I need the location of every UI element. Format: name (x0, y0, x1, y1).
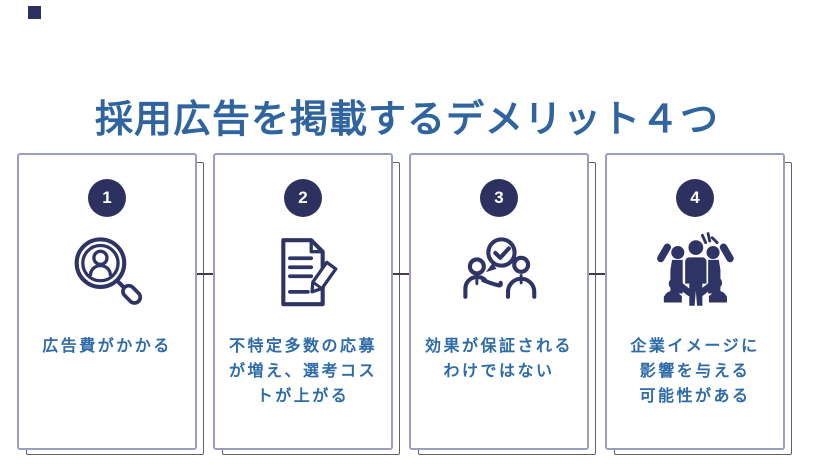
crowd-impression-icon (653, 232, 737, 314)
number-badge: 1 (88, 179, 126, 217)
card-text: 広告費がかかる (42, 338, 172, 355)
demerit-card-4: 4 企業イメージに 影響を与える 可能性がある (605, 153, 792, 455)
demerit-cards-row: 1 広告費がかかる 2 (17, 153, 792, 455)
number-badge: 3 (480, 179, 518, 217)
corner-accent-square (28, 6, 41, 19)
page-title: 採用広告を掲載するデメリット４つ (94, 99, 719, 142)
number-badge: 2 (284, 179, 322, 217)
card-connector-line (389, 273, 413, 275)
card-text: 企業イメージに 影響を与える 可能性がある (630, 338, 760, 405)
magnifier-person-icon (65, 232, 149, 314)
number-badge: 4 (676, 179, 714, 217)
card-connector-line (193, 273, 217, 275)
demerit-card-1: 1 広告費がかかる (17, 153, 204, 455)
card-text: 不特定多数の応募 が増え、選考コス トが上がる (228, 338, 377, 405)
demerit-card-2: 2 不特定多数の応募 が増え、選考コス トが上がる (213, 153, 400, 455)
document-pencil-icon (261, 232, 345, 314)
card-text: 効果が保証される わけではない (424, 338, 573, 380)
demerit-card-3: 3 効果が保証される わけではない (409, 153, 596, 455)
people-check-speech-icon (455, 232, 543, 314)
card-connector-line (585, 273, 609, 275)
